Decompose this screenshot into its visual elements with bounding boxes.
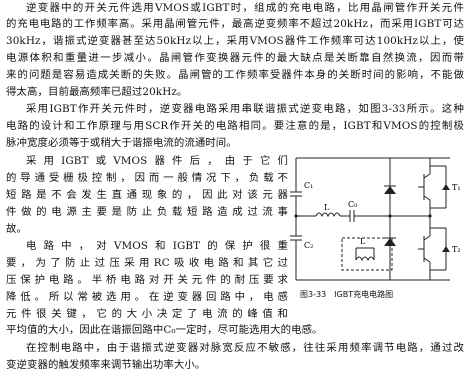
text-line: 件做的电源主要是防止负载短路造成过流事: [6, 206, 288, 218]
text-line: 电路中，对VMOS和IGBT的保护很重: [26, 240, 288, 252]
text-line: 电源体积和重量进一步减小。晶闸管作变换器元件的最大缺点是关断靠自然换流，因而带: [6, 52, 464, 64]
text-line: 要，为了防止过压采用RC吸收电路和其它过: [6, 257, 288, 269]
text-line: 电路的设计和工作原理与用SCR作开关的电路相同。要注意的是，IGBT和VMOS的…: [6, 120, 464, 132]
text-line: 降低。所以常被选用。在逆变器回路中，电感: [6, 291, 288, 303]
text-line: 的导通受栅极控制，因而一般情况下，负载不: [6, 172, 288, 184]
figure-caption: 图3-33 IGBT充电电路图: [300, 290, 394, 299]
label-c1: C₁: [304, 181, 313, 190]
text-line: 短路是不会发生直通现象的，因此对该元器: [6, 189, 288, 201]
text-line: 元件很关键，它的大小决定了电流的峰值和: [6, 308, 288, 320]
text-line: 来的问题是容易造成关断的失败。晶闸管的工作频率受器件本身的关断时间的影响，不能做: [6, 69, 464, 81]
label-t1: T₁: [452, 183, 461, 192]
text-line: 故。: [6, 223, 27, 235]
text-line: 变逆变器的触发频率来调节输出功率大小。: [6, 359, 206, 371]
figure-igbt-circuit: C₁ C₂ L C₀ L T₁ T₂: [290, 152, 466, 286]
text-line: 在控制电路中，由于谐振式逆变器对脉宽反应不敏感，往往采用频率调节电路，通过改: [26, 342, 464, 354]
label-c2: C₂: [304, 241, 313, 250]
label-t2: T₂: [452, 245, 461, 254]
text-line: 逆变器中的开关元件选用VMOS或IGBT时，组成的充电电路，比用晶闸管作开关元件: [26, 2, 464, 14]
text-line: 脉冲宽度必须等于或稍大于谐振电流的流通时间。: [6, 137, 237, 149]
label-l: L: [324, 203, 330, 212]
text-line: 的充电电路的工作频率高。采用晶闸管元件，最高逆变频率不超过20kHz，而采用IG…: [6, 18, 464, 30]
text-line: 得太高，目前最高频率已超过20kHz。: [6, 86, 188, 98]
text-line: 平均值的大小，因此在谐振回路中C₀一定时，尽可能选用大的电感。: [6, 324, 323, 336]
text-line: 压保护电路。半桥电路对开关元件的耐压要求: [6, 274, 288, 286]
text-line: 采用IGBT作开关元件时，逆变器电路采用串联谐振式逆变电路，如图3-33所示。这…: [26, 103, 464, 115]
label-lk: L: [360, 237, 366, 246]
text-line: 30kHz，谐振式逆变器甚至达50kHz以上，采用VMOS器件工作频率可达100…: [6, 35, 464, 47]
text-line: 采用IGBT或VMOS器件后，由于它们: [26, 155, 288, 167]
circuit-diagram: C₁ C₂ L C₀ L T₁ T₂: [290, 157, 461, 281]
label-c0: C₀: [348, 200, 357, 209]
